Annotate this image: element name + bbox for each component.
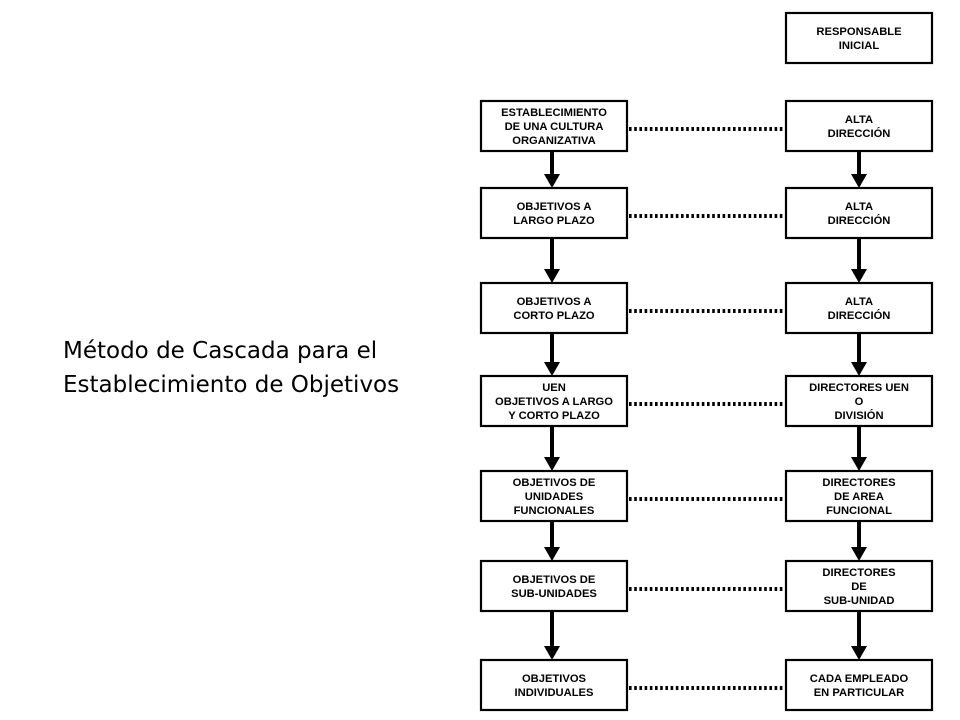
cascade-arrow-right-head <box>851 269 867 283</box>
objective-box: OBJETIVOS DE UNIDADES FUNCIONALES <box>479 469 629 523</box>
cascade-arrow-right-head <box>851 457 867 471</box>
cascade-arrow-left <box>544 151 560 188</box>
responsible-box-frame <box>784 281 934 335</box>
slide-title-line-2: Establecimiento de Objetivos <box>63 372 400 398</box>
cascade-arrow-right-head <box>851 646 867 660</box>
objective-box: OBJETIVOS DE SUB-UNIDADES <box>479 559 629 613</box>
objective-box-frame <box>479 374 629 428</box>
cascade-arrow-left <box>544 611 560 660</box>
responsible-box-line: FUNCIONAL <box>826 505 892 517</box>
cascade-arrow-right <box>851 151 867 188</box>
slide-title-line-1: Método de Cascada para el <box>63 338 378 364</box>
responsible-box-line: DIRECTORES UEN <box>809 382 909 394</box>
responsible-box-line: EN PARTICULAR <box>814 687 905 699</box>
responsible-box: DIRECTORES DE SUB-UNIDAD <box>784 559 934 613</box>
cascade-arrow-right-head <box>851 547 867 561</box>
responsible-box-line: DIRECCIÓN <box>828 127 891 140</box>
responsible-box-frame <box>784 186 934 240</box>
cascade-arrow-right-head <box>851 174 867 188</box>
objective-box: OBJETIVOS INDIVIDUALES <box>479 658 629 712</box>
cascade-arrow-right <box>851 426 867 471</box>
cascade-arrow-left-head <box>544 362 560 376</box>
objective-box-line: UNIDADES <box>525 491 584 503</box>
responsable-inicial-header-line: RESPONSABLE <box>816 26 902 38</box>
cascade-arrow-left-head <box>544 646 560 660</box>
cascade-arrow-left <box>544 333 560 376</box>
responsible-box: CADA EMPLEADO EN PARTICULAR <box>784 658 934 712</box>
objective-box-frame <box>479 559 629 613</box>
objective-box-line: INDIVIDUALES <box>515 687 594 699</box>
responsable-inicial-header-frame <box>784 11 934 65</box>
responsable-inicial-header: RESPONSABLE INICIAL <box>784 11 934 65</box>
responsible-box-line: DIRECTORES <box>822 567 896 579</box>
responsible-box-line: DIRECTORES <box>822 477 896 489</box>
objective-box-line: OBJETIVOS A <box>517 296 592 308</box>
objective-box-line: UEN <box>542 382 566 394</box>
responsible-box-frame <box>784 658 934 712</box>
cascade-arrow-right-head <box>851 362 867 376</box>
objective-box-line: CORTO PLAZO <box>513 310 595 322</box>
responsible-box-line: DIRECCIÓN <box>828 214 891 227</box>
objective-box-line: OBJETIVOS DE <box>513 477 596 489</box>
objective-box-frame <box>479 281 629 335</box>
objective-box: OBJETIVOS A CORTO PLAZO <box>479 281 629 335</box>
objective-box-line: OBJETIVOS DE <box>513 574 596 586</box>
objective-box-line: OBJETIVOS <box>522 673 587 685</box>
objective-box-line: ORGANIZATIVA <box>512 135 595 147</box>
cascade-arrow-right <box>851 238 867 283</box>
objective-box: UEN OBJETIVOS A LARGO Y CORTO PLAZO <box>479 374 629 428</box>
cascade-arrow-left <box>544 426 560 471</box>
responsible-box-line: CADA EMPLEADO <box>810 673 909 685</box>
objective-box-line: DE UNA CULTURA <box>505 121 604 133</box>
objective-box-line: SUB-UNIDADES <box>511 588 597 600</box>
responsible-box-line: ALTA <box>845 114 873 126</box>
responsible-box-frame <box>784 99 934 153</box>
cascade-arrow-right <box>851 521 867 561</box>
cascade-arrow-left <box>544 238 560 283</box>
responsible-box-line: O <box>855 396 864 408</box>
responsible-box-line: SUB-UNIDAD <box>824 595 895 607</box>
cascade-arrow-left-head <box>544 547 560 561</box>
cascade-arrow-left <box>544 521 560 561</box>
objective-box-frame <box>479 186 629 240</box>
objective-box-line: FUNCIONALES <box>514 505 595 517</box>
cascade-arrow-left-head <box>544 174 560 188</box>
objective-box: ESTABLECIMIENTO DE UNA CULTURA ORGANIZATIV… <box>479 99 629 153</box>
responsible-box: DIRECTORES DE AREA FUNCIONAL <box>784 469 934 523</box>
cascade-arrow-right <box>851 611 867 660</box>
objective-box-line: LARGO PLAZO <box>513 215 595 227</box>
cascade-arrow-left-head <box>544 457 560 471</box>
objective-box-line: Y CORTO PLAZO <box>508 410 600 422</box>
slide-title: Método de Cascada para el Establecimient… <box>63 334 453 402</box>
cascade-arrow-left-head <box>544 269 560 283</box>
responsable-inicial-header-line: INICIAL <box>839 40 880 52</box>
responsible-box-line: DE AREA <box>834 491 884 503</box>
responsible-box-line: DE <box>851 581 867 593</box>
objective-box-frame <box>479 658 629 712</box>
objective-box: OBJETIVOS A LARGO PLAZO <box>479 186 629 240</box>
responsible-box-line: DIVISIÓN <box>834 409 883 422</box>
objective-box-line: OBJETIVOS A LARGO <box>495 396 613 408</box>
cascade-arrow-right <box>851 333 867 376</box>
responsible-box-frame <box>784 469 934 523</box>
responsible-box-line: ALTA <box>845 296 873 308</box>
responsible-box-line: DIRECCIÓN <box>828 309 891 322</box>
responsible-box-frame <box>784 559 934 613</box>
objective-box-frame <box>479 469 629 523</box>
responsible-box-line: ALTA <box>845 201 873 213</box>
objective-box-line: ESTABLECIMIENTO <box>501 107 607 119</box>
objective-box-line: OBJETIVOS A <box>517 201 592 213</box>
